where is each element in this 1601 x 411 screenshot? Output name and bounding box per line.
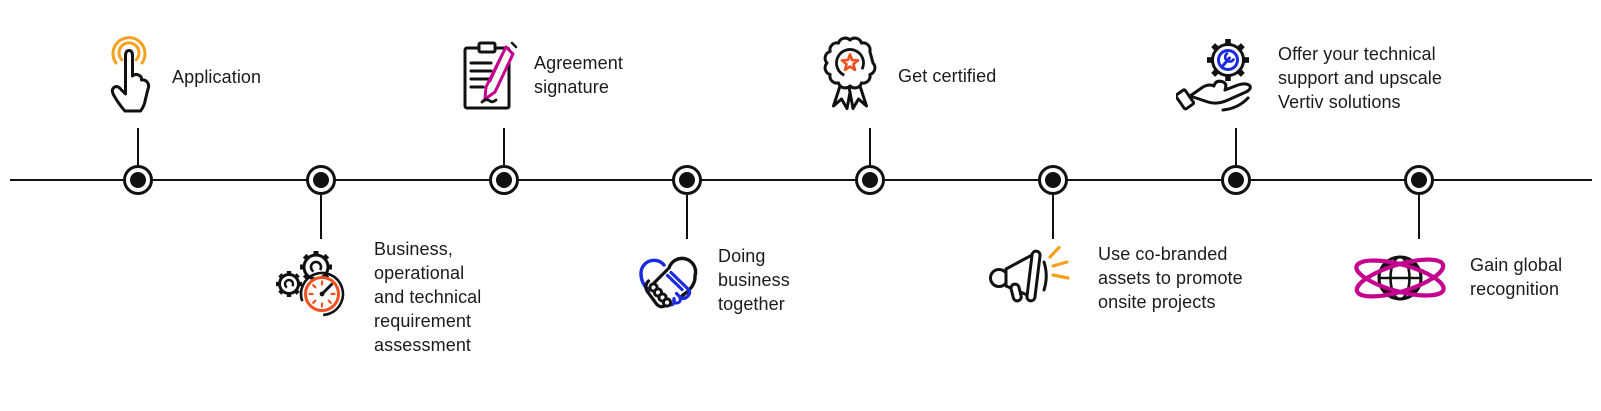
connector-line [686, 195, 688, 239]
timeline-node [672, 165, 702, 195]
step-label: Business, operational and technical requ… [374, 239, 482, 355]
connector-line [320, 195, 322, 239]
timeline-node-dot [496, 172, 512, 188]
timeline-step-3: Agreement signature [458, 36, 623, 116]
timeline-node-dot [1045, 172, 1061, 188]
connector-line [503, 128, 505, 166]
timeline-node-dot [679, 172, 695, 188]
step-label: Use co-branded assets to promote onsite … [1098, 244, 1243, 312]
connector-line [1052, 195, 1054, 239]
hand-gear-icon [1176, 39, 1252, 112]
step-label: Application [172, 67, 262, 88]
timeline-step-1: Application [102, 34, 261, 122]
timeline-node [1404, 165, 1434, 195]
connector-line [137, 128, 139, 166]
timeline-node [1038, 165, 1068, 195]
timeline-node [306, 165, 336, 195]
timeline-node-dot [862, 172, 878, 188]
timeline-node [855, 165, 885, 195]
step-label: Doing business together [718, 246, 790, 314]
timeline-node-dot [130, 172, 146, 188]
timeline-node-dot [313, 172, 329, 188]
megaphone-icon [989, 245, 1070, 303]
handshake-icon [639, 256, 698, 309]
timeline-node-dot [1228, 172, 1244, 188]
step-label: Get certified [898, 66, 997, 87]
tap-gesture-icon [110, 36, 151, 113]
connector-line [1235, 128, 1237, 166]
timeline-node [1221, 165, 1251, 195]
certification-badge-icon [823, 36, 877, 110]
timeline-axis [10, 179, 1592, 181]
timeline-node [489, 165, 519, 195]
connector-line [869, 128, 871, 166]
timeline-step-6: Use co-branded assets to promote onsite … [986, 240, 1243, 318]
agreement-signature-icon [463, 41, 518, 110]
step-label: Gain global recognition [1470, 255, 1563, 299]
timeline-node [123, 165, 153, 195]
timeline-step-4: Doing business together [632, 240, 790, 322]
timeline-step-7: Offer your technical support and upscale… [1176, 32, 1442, 126]
globe-orbit-icon [1354, 255, 1446, 301]
timeline-step-8: Gain global recognition [1344, 238, 1562, 318]
timeline-step-2: Business, operational and technical requ… [274, 238, 481, 358]
gears-gauge-icon [276, 251, 345, 317]
timeline-step-5: Get certified [818, 32, 996, 122]
connector-line [1418, 195, 1420, 239]
step-label: Offer your technical support and upscale… [1278, 44, 1443, 112]
step-label: Agreement signature [534, 53, 623, 97]
timeline-node-dot [1411, 172, 1427, 188]
